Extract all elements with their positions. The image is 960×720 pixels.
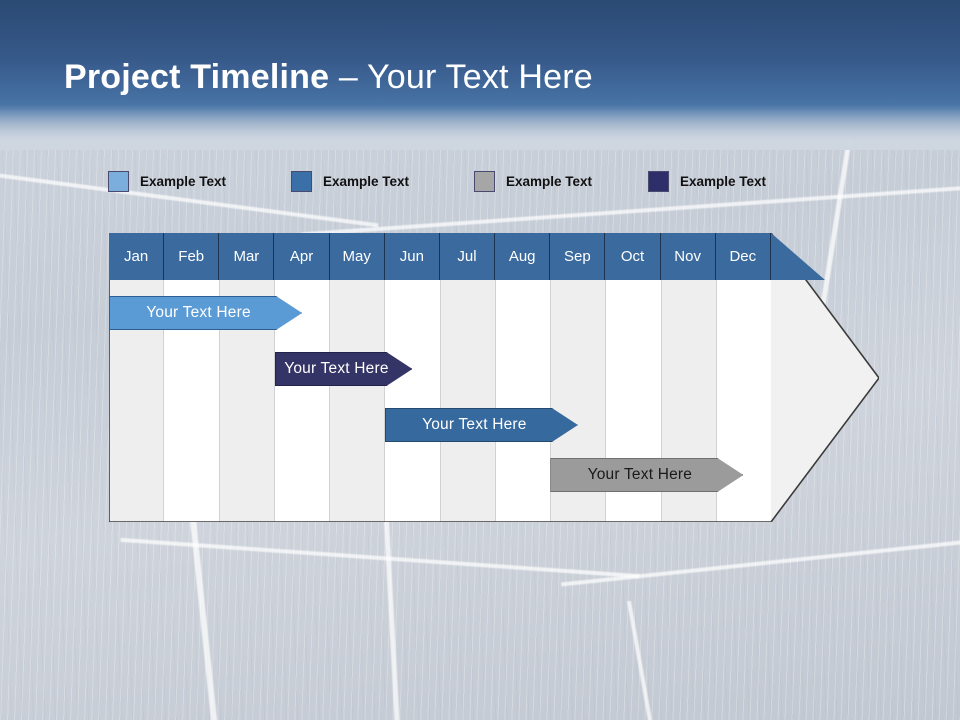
legend-item: Example Text: [648, 168, 766, 194]
legend-item: Example Text: [291, 168, 409, 194]
month-header-mar[interactable]: Mar: [219, 233, 275, 280]
page-title: Project Timeline – Your Text Here: [64, 58, 593, 97]
timeline-bar-label: Your Text Here: [422, 416, 527, 433]
legend-swatch-icon: [648, 170, 669, 192]
month-header-apr[interactable]: Apr: [274, 233, 330, 280]
timeline-bar-label: Your Text Here: [587, 466, 693, 483]
legend-label: Example Text: [323, 173, 410, 189]
legend-label: Example Text: [140, 173, 227, 189]
legend-item: Example Text: [474, 168, 592, 194]
month-header-jun[interactable]: Jun: [385, 233, 440, 280]
page-title-strong: Project Timeline: [64, 58, 330, 96]
timeline-bar[interactable]: Your Text Here: [109, 296, 303, 330]
legend-label: Example Text: [680, 173, 767, 189]
page-title-light: – Your Text Here: [329, 58, 593, 96]
timeline-bar-label: Your Text Here: [284, 360, 389, 377]
month-header-feb[interactable]: Feb: [164, 233, 220, 280]
background-horizon-glow: [0, 104, 960, 150]
month-header-aug[interactable]: Aug: [495, 233, 551, 280]
legend-label: Example Text: [506, 173, 593, 189]
legend: Example Text Example Text Example Text Exam…: [108, 168, 848, 194]
legend-swatch-icon: [474, 170, 495, 192]
month-header-may[interactable]: May: [330, 233, 385, 280]
month-header-nov[interactable]: Nov: [661, 233, 716, 280]
timeline-bar-label: Your Text Here: [146, 304, 251, 321]
legend-item: Example Text: [108, 168, 226, 194]
month-header-jan[interactable]: Jan: [109, 233, 165, 280]
month-header-oct[interactable]: Oct: [605, 233, 661, 280]
timeline-bar[interactable]: Your Text Here: [550, 458, 744, 492]
legend-swatch-icon: [108, 170, 129, 192]
timeline-bar[interactable]: Your Text Here: [384, 408, 578, 442]
month-header-jul[interactable]: Jul: [440, 233, 496, 280]
month-header-dec[interactable]: Dec: [716, 233, 771, 280]
legend-swatch-icon: [291, 170, 312, 192]
month-header-sep[interactable]: Sep: [550, 233, 606, 280]
timeline-bar[interactable]: Your Text Here: [274, 352, 413, 386]
